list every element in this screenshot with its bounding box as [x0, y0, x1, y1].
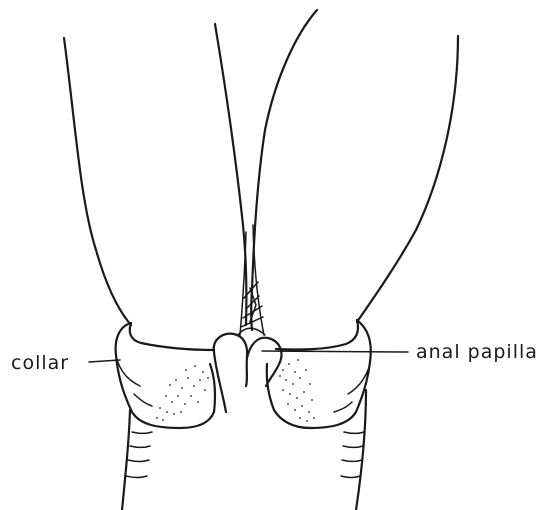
left-appendage	[64, 24, 246, 325]
collar-label: collar	[11, 352, 69, 374]
stipple-left	[156, 365, 209, 421]
anal-papilla-leader-line	[262, 351, 408, 352]
anal-papilla-label: anal papilla	[416, 341, 538, 363]
right-appendage	[251, 10, 458, 330]
body-trunk	[122, 390, 366, 510]
collar-right	[267, 320, 371, 428]
collar-leader-line	[89, 360, 120, 362]
stipple-right	[279, 359, 315, 422]
